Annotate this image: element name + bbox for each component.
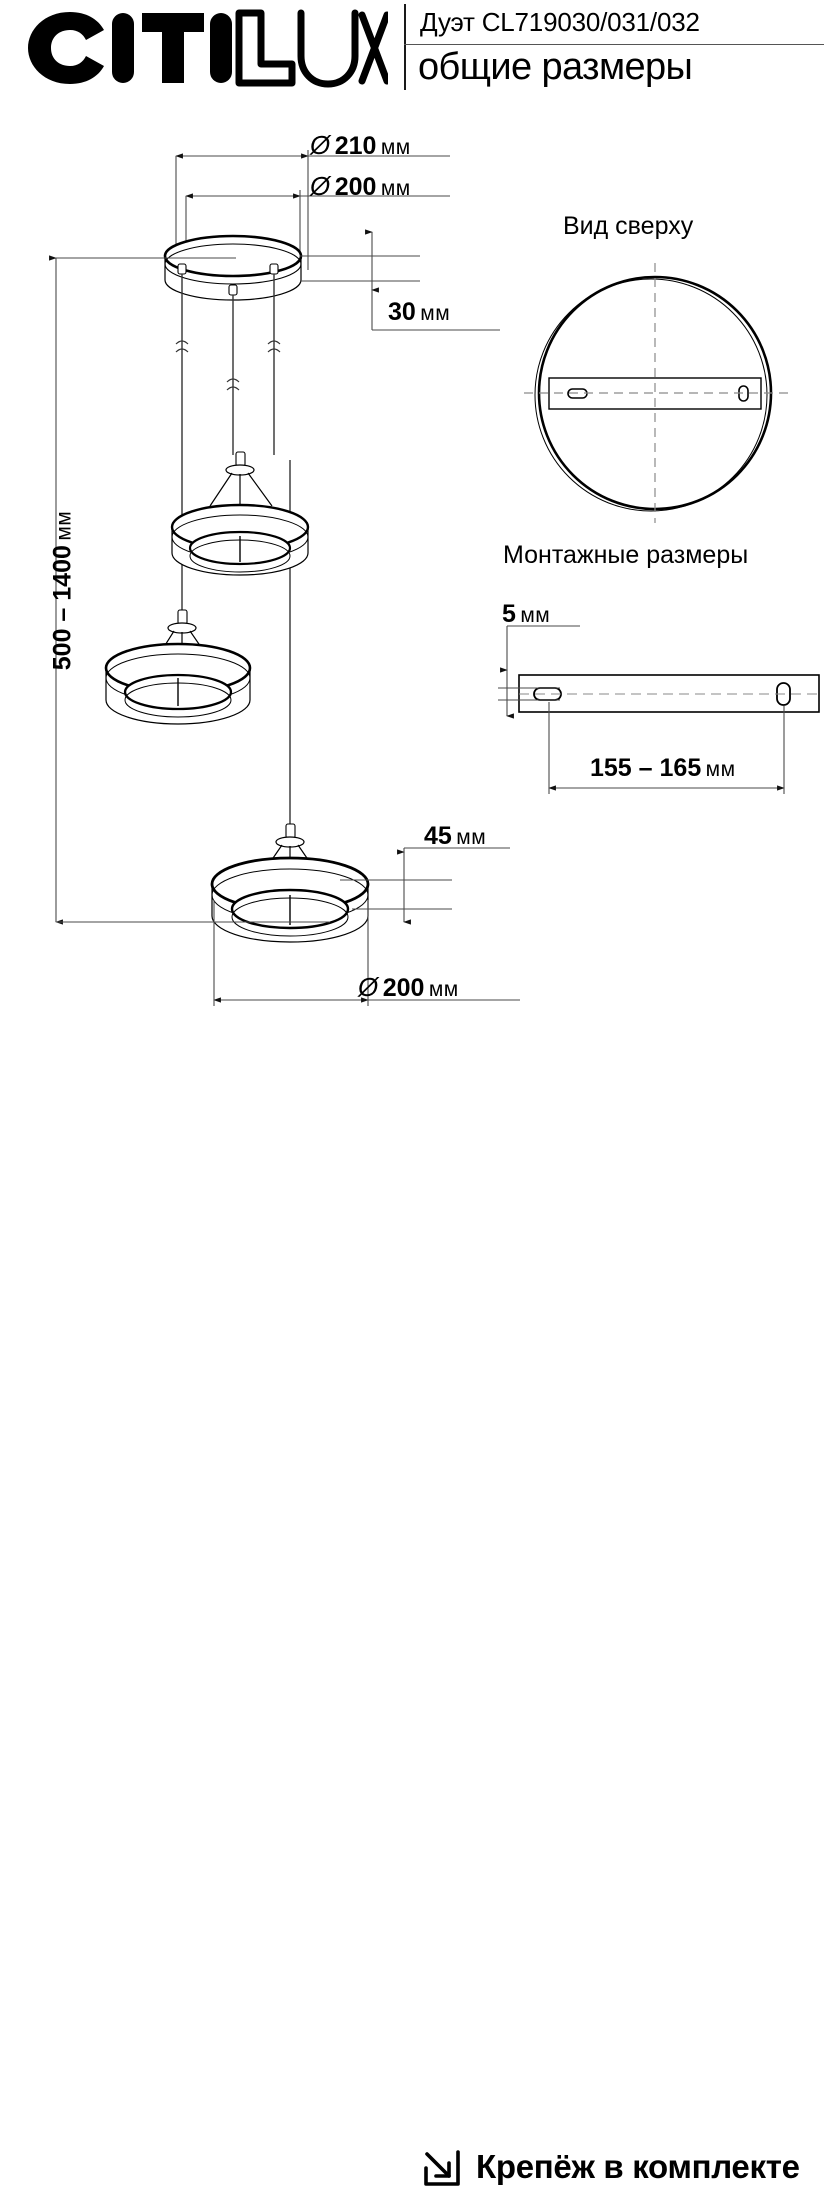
shade-height-dimension (340, 847, 510, 925)
cable-break-marks (175, 340, 281, 391)
header-rule (404, 44, 824, 45)
dimension-unit: мм (380, 136, 411, 159)
dimension-label-canopy-inner-diameter: Ø 200 мм (310, 171, 411, 202)
page-subtitle: общие размеры (418, 46, 693, 88)
dimension-label-bar-thickness: 5 мм (502, 600, 550, 629)
top-view-diagram (524, 263, 788, 523)
hole-spacing-dimension (548, 702, 785, 794)
dimension-unit: мм (705, 758, 736, 781)
ring-shade-upper (170, 451, 310, 576)
dimension-value: 45 (424, 822, 452, 850)
product-model: Дуэт CL719030/031/032 (420, 7, 700, 37)
diameter-symbol: Ø (310, 130, 331, 160)
shade-diameter-dimension (213, 900, 520, 1006)
mounting-dimensions-title: Монтажные размеры (503, 541, 749, 569)
dimension-value: 500 – 1400 (48, 545, 77, 671)
diameter-symbol: Ø (310, 171, 331, 201)
dimension-value: 30 (388, 298, 416, 326)
ring-shade-lower (210, 823, 370, 943)
dimension-label-canopy-height: 30 мм (388, 298, 450, 327)
page-footer: Крепёж в комплекте (0, 1068, 832, 2186)
header-divider (404, 4, 406, 90)
dimension-label-shade-diameter: Ø 200 мм (358, 972, 459, 1003)
page-header: Дуэт CL719030/031/032 общие размеры (0, 0, 832, 100)
dimension-label-hole-spacing: 155 – 165 мм (590, 754, 736, 783)
dimension-unit: мм (456, 826, 487, 849)
dimension-label-suspension-range: 500 – 1400 мм (49, 481, 78, 701)
dimension-label-shade-height: 45 мм (424, 822, 486, 851)
bar-thickness-dimension (498, 625, 580, 719)
dimension-unit: мм (52, 510, 76, 541)
arrow-into-box-icon (424, 2150, 460, 2186)
dimension-value: 200 (334, 173, 377, 201)
dimension-unit: мм (380, 177, 411, 200)
dimension-unit: мм (420, 302, 451, 325)
dimension-unit: мм (428, 978, 459, 1001)
ring-shade-middle (104, 609, 252, 725)
canopy-height-dimension (300, 229, 500, 331)
suspension-range-dimension (49, 255, 330, 925)
diameter-symbol: Ø (358, 972, 379, 1002)
dimension-value: 155 – 165 (590, 754, 702, 782)
ceiling-canopy (163, 234, 303, 301)
top-view-title: Вид сверху (563, 212, 694, 240)
mounting-bar-side-view (518, 674, 820, 713)
dimension-unit: мм (520, 604, 551, 627)
technical-drawing (49, 150, 820, 1006)
dimension-value: 5 (502, 600, 516, 628)
citilux-logo (28, 9, 388, 88)
fasteners-included-label: Крепёж в комплекте (476, 2148, 800, 2185)
dimension-label-canopy-outer-diameter: Ø 210 мм (310, 130, 411, 161)
dimension-value: 210 (334, 132, 377, 160)
dimension-value: 200 (382, 974, 425, 1002)
